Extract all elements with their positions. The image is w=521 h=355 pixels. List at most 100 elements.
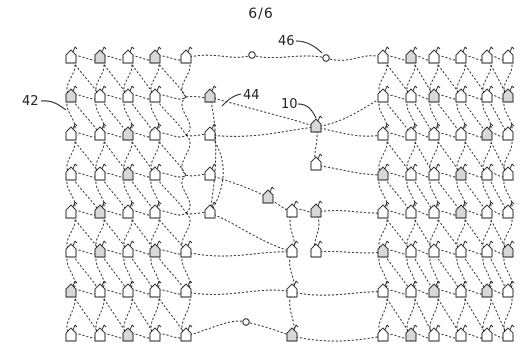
right-grid-dlink <box>382 96 412 136</box>
node-right-r1-c1 <box>405 85 418 103</box>
bridge-link <box>315 96 384 128</box>
node-left-r1-c1 <box>94 85 107 103</box>
left-grid-dlink <box>99 96 129 136</box>
node-right-r3-c0 <box>377 163 390 181</box>
node-right-r3-c5 <box>502 163 515 181</box>
left-grid-dlink <box>154 291 187 337</box>
relay-bottom <box>242 318 250 326</box>
node-right-r6-c5 <box>502 280 515 298</box>
leader-10 <box>297 103 317 119</box>
right-grid-dlink <box>433 174 462 214</box>
node-left-r0-c2 <box>122 46 135 64</box>
node-right-r2-c4 <box>481 123 494 141</box>
right-grid-dlink <box>486 96 509 136</box>
left-grid-dlink <box>99 57 129 98</box>
node-bridge-0 <box>204 85 217 103</box>
node-bridge-2 <box>204 163 217 181</box>
right-grid-dlink <box>460 291 488 337</box>
right-grid-dlink <box>486 251 509 293</box>
node-left-r6-c0 <box>65 280 78 298</box>
node-bridge-6 <box>286 200 299 218</box>
node-left-r7-c2 <box>122 324 135 342</box>
node-right-r1-c4 <box>481 85 494 103</box>
node-left-r3-c3 <box>149 163 162 181</box>
bridge-link <box>209 96 217 214</box>
node-right-r2-c3 <box>455 123 468 141</box>
right-grid-dlink <box>382 174 412 214</box>
node-right-r3-c1 <box>405 163 418 181</box>
node-left-r2-c2 <box>122 123 135 141</box>
node-left-r5-c3 <box>149 240 162 258</box>
node-left-r5-c4 <box>180 240 193 258</box>
left-grid-vlink <box>181 174 191 214</box>
left-grid-dlink <box>70 251 101 293</box>
node-right-r5-c3 <box>455 240 468 258</box>
left-grid-dlink <box>99 174 129 214</box>
ref-label-10: 10 <box>281 97 298 112</box>
bridge-link <box>315 210 384 214</box>
node-left-r6-c2 <box>122 280 135 298</box>
right-grid-dlink <box>460 57 488 98</box>
node-right-r5-c0 <box>377 240 390 258</box>
node-left-r3-c1 <box>94 163 107 181</box>
node-right-r1-c2 <box>428 85 441 103</box>
right-grid-dlink <box>410 291 435 337</box>
left-grid-hlink <box>154 94 187 100</box>
node-right-r4-c5 <box>502 201 515 219</box>
node-bridge-10 <box>286 280 299 298</box>
right-grid-dlink <box>433 57 462 98</box>
node-left-r0-c0 <box>65 46 78 64</box>
left-grid-dlink <box>99 291 129 337</box>
node-left-r3-c0 <box>65 163 78 181</box>
ref-label-42: 42 <box>22 94 39 109</box>
left-grid-vlink <box>181 134 191 176</box>
bridge-link <box>185 320 247 337</box>
node-left-r1-c2 <box>122 85 135 103</box>
left-grid-dlink <box>127 96 156 136</box>
node-right-r1-c5 <box>502 85 515 103</box>
bridge-link <box>209 126 317 137</box>
node-left-r2-c0 <box>65 123 78 141</box>
node-right-r2-c0 <box>377 123 390 141</box>
node-left-r6-c4 <box>180 280 193 298</box>
left-grid-dlink <box>127 174 156 214</box>
node-left-r6-c1 <box>94 280 107 298</box>
right-grid-dlink <box>460 174 488 214</box>
node-right-r3-c3 <box>455 163 468 181</box>
bridge-link <box>185 173 211 177</box>
right-grid-dlink <box>433 212 462 253</box>
node-left-r1-c0 <box>65 85 78 103</box>
bridge-top-link <box>251 54 327 59</box>
left-grid-dlink <box>127 57 156 98</box>
node-right-r7-c1 <box>405 324 418 342</box>
left-grid-dlink <box>70 212 101 253</box>
bridge-link <box>209 174 269 199</box>
leader-44 <box>221 93 242 107</box>
left-grid-dlink <box>127 212 156 253</box>
left-grid-dlink <box>154 212 187 253</box>
bridge-link <box>315 126 384 137</box>
node-right-r3-c4 <box>481 163 494 181</box>
node-left-r2-c1 <box>94 123 107 141</box>
node-left-r4-c1 <box>94 201 107 219</box>
node-bridge-5 <box>310 153 323 171</box>
bridge-link <box>185 289 293 295</box>
left-grid-dlink <box>70 134 101 176</box>
right-grid-dlink <box>460 212 488 253</box>
node-left-r5-c2 <box>122 240 135 258</box>
node-right-r6-c1 <box>405 280 418 298</box>
relay-46 <box>322 54 330 62</box>
leader-42 <box>40 100 67 111</box>
network-nodes <box>65 46 515 342</box>
node-right-r5-c5 <box>502 240 515 258</box>
right-grid-dlink <box>410 174 435 214</box>
node-bridge-1 <box>204 123 217 141</box>
node-right-r2-c2 <box>428 123 441 141</box>
node-right-r0-c2 <box>428 46 441 64</box>
node-bridge-3 <box>204 201 217 219</box>
left-grid-dlink <box>70 57 101 98</box>
node-bridge-9 <box>310 240 323 258</box>
bridge-link <box>185 133 211 137</box>
node-bridge-8 <box>286 240 299 258</box>
